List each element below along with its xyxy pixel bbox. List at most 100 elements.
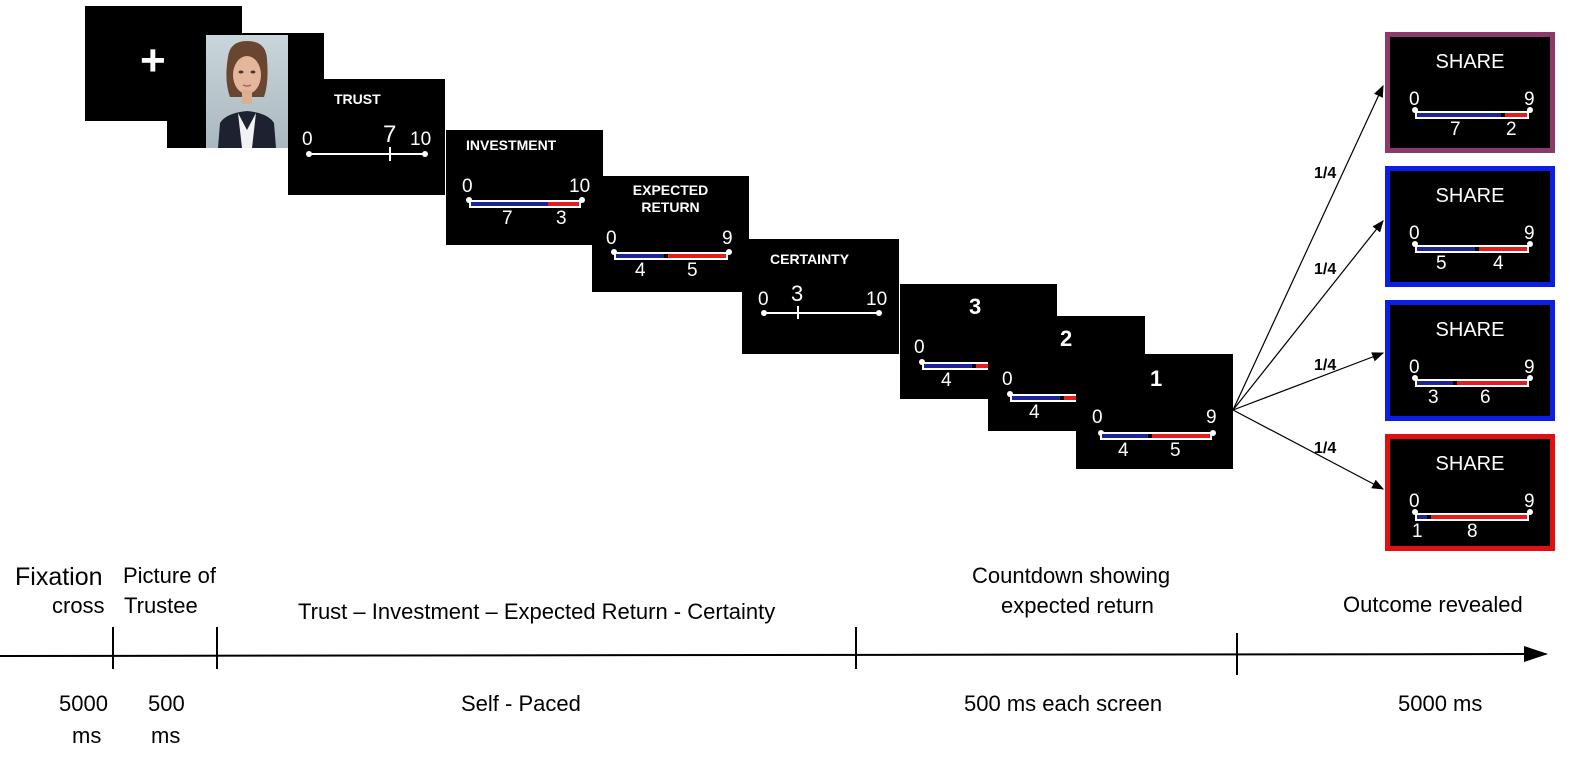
expected-return-title-2: RETURN [641, 199, 700, 215]
certainty-scale-marker [797, 306, 799, 319]
countdown-number-2: 2 [1060, 326, 1073, 351]
investment-scale-max: 10 [569, 176, 591, 197]
phase-fixation-line2: cross [52, 593, 105, 618]
outcome-1-end-right [1527, 107, 1533, 113]
duration-countdown: 500 ms each screen [964, 691, 1163, 716]
outcome-screen-1: SHARE 0 9 7 2 [1385, 32, 1555, 153]
trust-scale-max: 10 [410, 129, 432, 150]
certainty-selected-value: 3 [791, 281, 804, 306]
outcome-3-kept-segment [1417, 381, 1453, 385]
expected-kept-value: 4 [635, 260, 646, 281]
countdown-1-end-right [1210, 430, 1216, 436]
outcome-1-scale-max: 9 [1524, 89, 1535, 110]
investment-kept-value: 7 [502, 208, 513, 229]
outcome-1-end-left [1412, 107, 1418, 113]
outcome-screen-3: SHARE 0 9 3 6 [1385, 300, 1555, 421]
countdown-1-bar [1100, 432, 1212, 440]
probability-label-1: 1/4 [1314, 165, 1337, 182]
trust-title: TRUST [334, 91, 381, 107]
outcome-4-returned-value: 8 [1467, 521, 1478, 542]
duration-self-paced: Self - Paced [461, 691, 581, 716]
phase-countdown-line1: Countdown showing [972, 563, 1171, 588]
outcome-4-title: SHARE [1435, 453, 1505, 475]
outcome-2-end-right [1527, 241, 1533, 247]
outcome-2-title: SHARE [1435, 185, 1505, 207]
outcome-3-bar [1415, 379, 1529, 387]
investment-bar [469, 200, 581, 208]
countdown-2-kept-value: 4 [1029, 402, 1040, 423]
trust-scale-line [309, 153, 426, 155]
trustee-portrait-image [206, 35, 288, 148]
certainty-scale-min: 0 [758, 289, 769, 310]
expected-return-segment [668, 254, 726, 258]
countdown-1-return-segment [1152, 434, 1210, 438]
countdown-1-return-value: 5 [1170, 440, 1181, 461]
probability-label-3: 1/4 [1314, 357, 1337, 374]
outcome-screen-4: SHARE 0 9 1 8 [1385, 434, 1555, 551]
investment-scale-min: 0 [462, 176, 473, 197]
countdown-3-kept-segment [924, 364, 972, 368]
outcome-2-scale-min: 0 [1409, 223, 1420, 244]
investment-invested-value: 3 [556, 208, 567, 229]
outcome-2-returned-segment [1479, 247, 1527, 251]
phase-countdown-line2: expected return [1001, 593, 1154, 618]
investment-end-right [579, 197, 585, 203]
probability-label-4: 1/4 [1314, 440, 1337, 457]
expected-bar [614, 252, 728, 260]
countdown-1-scale-min: 0 [1092, 407, 1103, 428]
probability-label-2: 1/4 [1314, 261, 1337, 278]
certainty-scale-max: 10 [866, 289, 888, 310]
outcome-3-scale-max: 9 [1524, 357, 1535, 378]
trust-selected-value: 7 [383, 121, 397, 148]
duration-fixation-line2: ms [72, 723, 102, 748]
phase-outcome: Outcome revealed [1343, 592, 1523, 617]
trust-scale-min: 0 [302, 129, 313, 150]
outcome-2-returned-value: 4 [1493, 253, 1504, 274]
outcome-2-bar [1415, 245, 1529, 253]
countdown-1-kept-segment [1102, 434, 1148, 438]
trust-scale-end-left [306, 151, 312, 157]
outcome-1-kept-value: 7 [1450, 119, 1461, 140]
outcome-3-returned-segment [1457, 381, 1527, 385]
trustee-photo [206, 35, 288, 148]
investment-title: INVESTMENT [466, 137, 557, 153]
outcome-1-scale-min: 0 [1409, 89, 1420, 110]
outcome-2-scale-max: 9 [1524, 223, 1535, 244]
expected-return-value: 5 [687, 260, 698, 281]
phase-picture-line2: Trustee [124, 593, 198, 618]
certainty-scale-line [764, 312, 880, 314]
investment-screen: INVESTMENT 0 10 7 3 [446, 130, 603, 245]
outcome-1-title: SHARE [1435, 51, 1505, 73]
outcome-3-returned-value: 6 [1480, 387, 1491, 408]
trust-scale-end-right [422, 151, 428, 157]
duration-picture-line1: 500 [148, 691, 185, 716]
phase-fixation-line1: Fixation [15, 563, 103, 591]
investment-kept-segment [471, 202, 548, 206]
certainty-end-left [761, 310, 767, 316]
trust-scale-marker [389, 147, 391, 161]
certainty-title: CERTAINTY [770, 251, 850, 267]
outcome-1-bar [1415, 111, 1529, 119]
countdown-number-1: 1 [1150, 366, 1163, 391]
countdown-1-scale-max: 9 [1206, 407, 1217, 428]
expected-end-right [726, 249, 732, 255]
countdown-2-scale-min: 0 [1002, 369, 1013, 390]
expected-scale-max: 9 [722, 228, 733, 249]
outcome-3-title: SHARE [1435, 319, 1505, 341]
outcome-4-kept-segment [1417, 515, 1427, 519]
expected-return-title-1: EXPECTED [632, 182, 709, 198]
countdown-3-scale-min: 0 [914, 337, 925, 358]
branch-arrow-3 [1232, 352, 1385, 411]
outcome-screen-2: SHARE 0 9 5 4 [1385, 166, 1555, 287]
outcome-3-end-right [1527, 375, 1533, 381]
outcome-1-returned-segment [1505, 113, 1527, 117]
outcome-4-end-left [1412, 509, 1418, 515]
branch-arrow-2 [1232, 220, 1384, 411]
countdown-1-kept-value: 4 [1118, 440, 1129, 461]
expected-scale-min: 0 [606, 228, 617, 249]
outcome-2-kept-value: 5 [1436, 253, 1447, 274]
duration-picture-line2: ms [151, 723, 181, 748]
phase-sequence: Trust – Investment – Expected Return - C… [298, 599, 776, 624]
phase-picture-line1: Picture of [123, 563, 216, 588]
outcome-1-returned-value: 2 [1506, 119, 1517, 140]
